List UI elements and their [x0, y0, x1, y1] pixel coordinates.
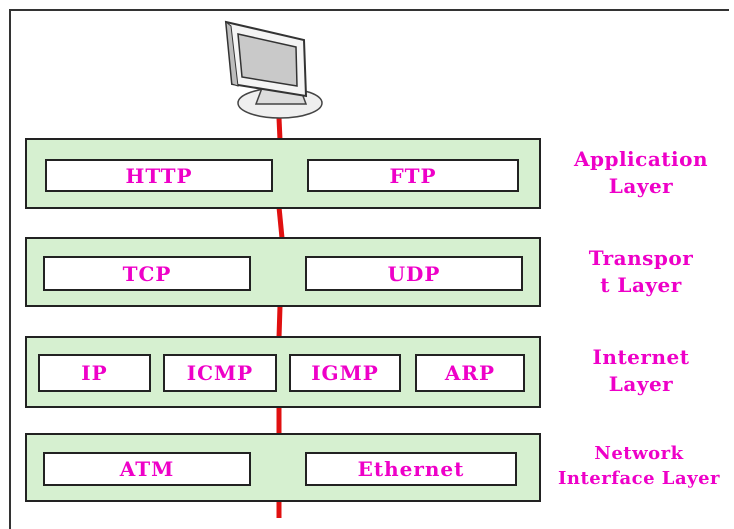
connector-line — [276, 117, 283, 141]
protocol-box-tcp: TCP — [43, 256, 251, 291]
protocol-box-ethernet: Ethernet — [305, 452, 517, 486]
protocol-box-http: HTTP — [45, 159, 273, 192]
protocol-box-icmp: ICMP — [163, 354, 277, 392]
internet-layer-box: IP ICMP IGMP ARP — [25, 336, 541, 408]
internet-layer-label: Internet Layer — [592, 345, 690, 396]
network-interface-layer-box: ATM Ethernet — [25, 433, 541, 502]
connector-line — [276, 206, 285, 239]
transport-layer-box: TCP UDP — [25, 237, 541, 307]
network-interface-layer-label: Network Interface Layer — [557, 443, 721, 489]
protocol-box-igmp: IGMP — [289, 354, 401, 392]
computer-monitor-icon — [224, 20, 323, 119]
transport-layer-label: Transpor t Layer — [588, 246, 694, 297]
protocol-box-ftp: FTP — [307, 159, 519, 192]
protocol-box-udp: UDP — [305, 256, 523, 291]
diagram-graphics — [224, 20, 323, 518]
connector-line — [276, 305, 283, 339]
protocol-box-atm: ATM — [43, 452, 251, 486]
application-layer-box: HTTP FTP — [25, 138, 541, 209]
diagram-frame — [9, 9, 729, 529]
application-layer-label: Application Layer — [573, 147, 709, 198]
protocol-box-arp: ARP — [415, 354, 525, 392]
protocol-box-ip: IP — [38, 354, 151, 392]
